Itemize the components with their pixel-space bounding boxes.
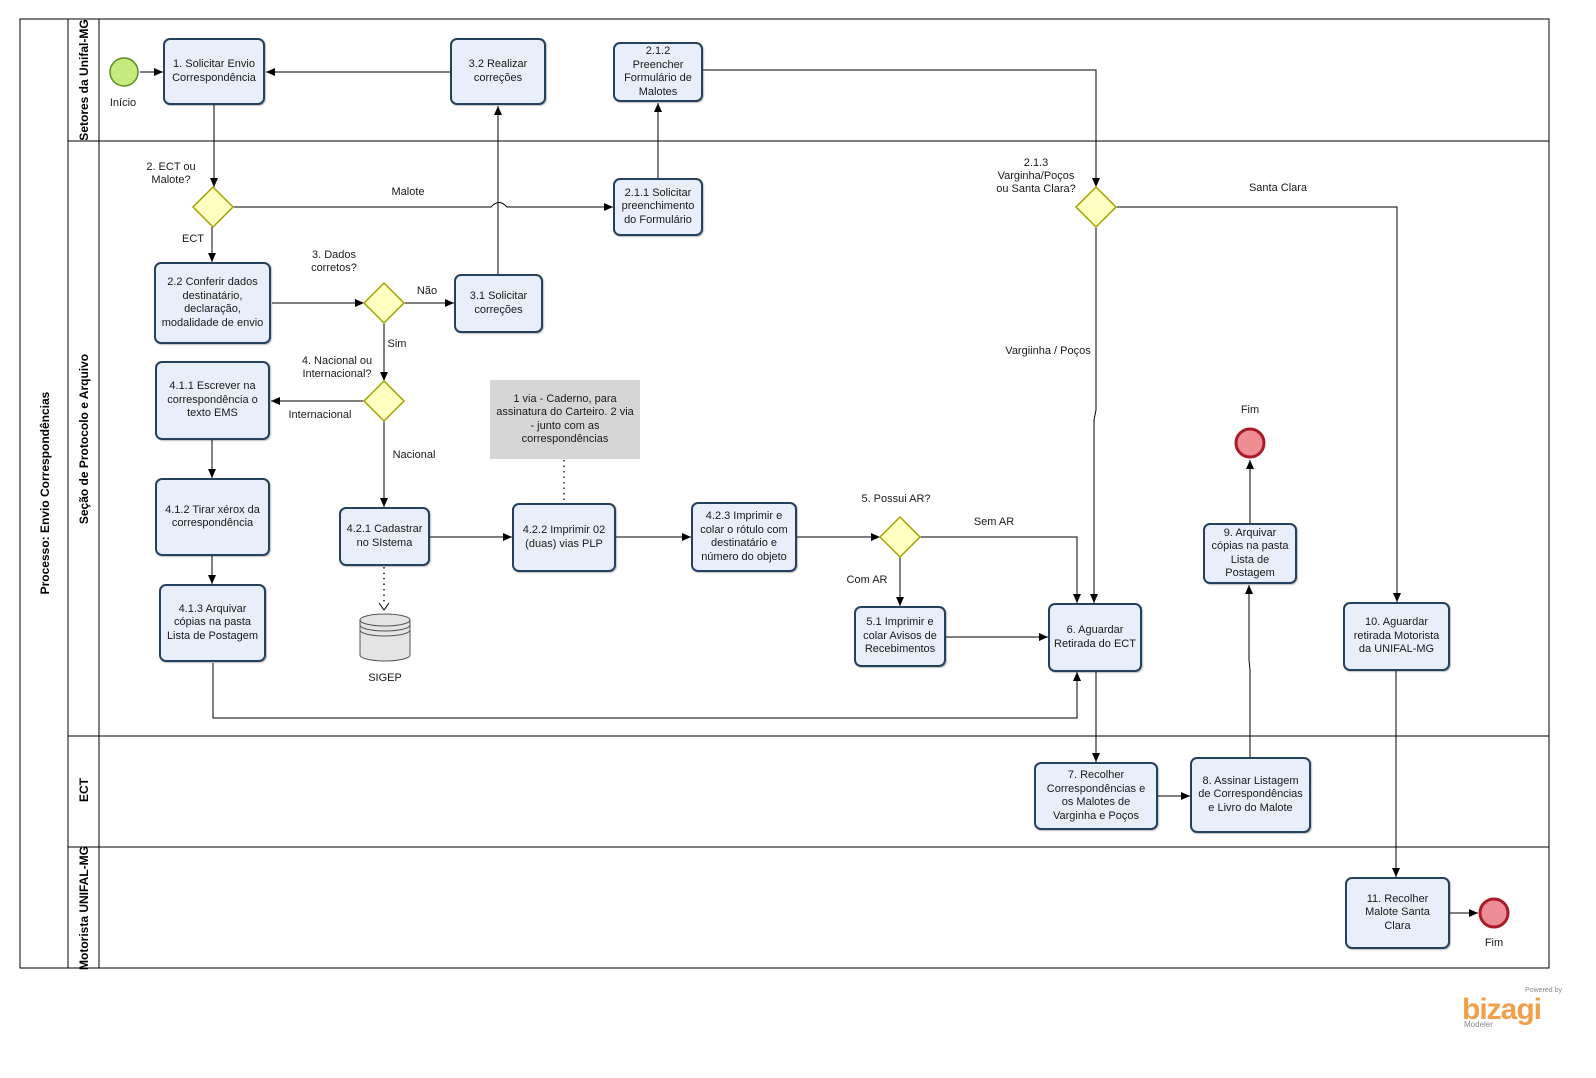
- start-event-label: Início: [109, 97, 137, 109]
- bizagi-logo: Powered by bizagi Modeler: [1462, 987, 1562, 1032]
- gateway-ect-ou-malote[interactable]: [191, 185, 235, 229]
- flow-label-santa-clara: Santa Clara: [1248, 182, 1308, 194]
- flow-g213-santa-clara: [1116, 206, 1401, 602]
- gateway-dados-corretos[interactable]: [362, 281, 406, 325]
- gateway-nacional-ou-internacional[interactable]: [362, 379, 406, 423]
- task-conferir-dados[interactable]: 2.2 Conferir dados destinatário, declara…: [154, 262, 271, 344]
- task-tirar-xerox[interactable]: 4.1.2 Tirar xérox da correspondência: [155, 478, 270, 556]
- task-realizar-correcoes[interactable]: 3.2 Realizar correções: [450, 38, 546, 105]
- sequence-flows: [140, 68, 1478, 917]
- flow-g5-sem-ar: [920, 536, 1081, 603]
- start-event[interactable]: [109, 57, 139, 87]
- lane-label-protocolo: Seção de Protocolo e Arquivo: [77, 353, 91, 525]
- task-solicitar-preenchimento[interactable]: 2.1.1 Solicitar preenchimento do Formulá…: [613, 178, 703, 236]
- end-event-2[interactable]: [1478, 897, 1510, 929]
- end-event-2-label: Fim: [1484, 937, 1504, 949]
- gateway-possui-ar[interactable]: [878, 515, 922, 559]
- bizagi-wordmark: bizagi: [1462, 993, 1542, 1026]
- task-escrever-ems[interactable]: 4.1.1 Escrever na correspondência o text…: [155, 361, 270, 440]
- task-aguardar-motorista[interactable]: 10. Aguardar retirada Motorista da UNIFA…: [1343, 602, 1450, 671]
- associations: [383, 460, 565, 605]
- gateways: [191, 185, 1118, 559]
- task-cadastrar-sistema[interactable]: 4.2.1 Cadastrar no SIstema: [339, 507, 430, 566]
- task-recolher-malote[interactable]: 11. Recolher Malote Santa Clara: [1345, 877, 1450, 949]
- gateway-dados-corretos-label: 3. Dados corretos?: [311, 249, 357, 274]
- annotation-vias: 1 via - Caderno, para assinatura do Cart…: [490, 380, 640, 459]
- powered-by-text: Powered by: [1525, 987, 1562, 994]
- task-imprimir-avisos[interactable]: 5.1 Imprimir e colar Avisos de Recebimen…: [854, 606, 946, 667]
- end-event-1[interactable]: [1234, 427, 1266, 459]
- datastore-label: SIGEP: [368, 672, 402, 684]
- task-arquivar-copias[interactable]: 9. Arquivar cópias na pasta Lista de Pos…: [1203, 523, 1297, 584]
- task-imprimir-rotulo[interactable]: 4.2.3 Imprimir e colar o rótulo com dest…: [691, 502, 797, 572]
- flow-label-malote: Malote: [391, 186, 425, 198]
- flow-t413-to-t6: [212, 663, 1081, 719]
- gateway-varginha-ou-santa-clara[interactable]: [1074, 185, 1118, 229]
- gateway-nacional-label: 4. Nacional ou Internacional?: [301, 355, 373, 380]
- flow-t212-to-g213: [703, 69, 1100, 187]
- flow-label-varginha-pocos: Vargiinha / Poços: [1005, 345, 1091, 357]
- bizagi-product: Modeler: [1464, 1020, 1493, 1029]
- flow-label-internacional: Internacional: [288, 409, 352, 421]
- gateway-possui-ar-label: 5. Possui AR?: [861, 493, 931, 505]
- lane-label-setores: Setores da Unifal-MG: [77, 19, 91, 141]
- gateway-varginha-label: 2.1.3 Varginha/Poços ou Santa Clara?: [996, 157, 1076, 195]
- task-imprimir-plp[interactable]: 4.2.2 Imprimir 02 (duas) vias PLP: [512, 503, 616, 572]
- task-solicitar-correcoes[interactable]: 3.1 Solicitar correções: [454, 274, 543, 333]
- gateway-ect-ou-malote-label: 2. ECT ou Malote?: [146, 161, 196, 186]
- flow-label-ect: ECT: [182, 233, 204, 245]
- lane-label-ect: ECT: [77, 778, 91, 802]
- flow-label-com-ar: Com AR: [846, 574, 888, 586]
- association-arrowhead: [378, 602, 390, 611]
- pool-title: Processo: Envio Correspondências: [38, 391, 52, 595]
- flow-label-nao: Não: [416, 285, 438, 297]
- task-preencher-formulario[interactable]: 2.1.2 Preencher Formulário de Malotes: [613, 42, 703, 102]
- pool-frame: [19, 18, 1550, 969]
- task-solicitar-envio[interactable]: 1. Solicitar Envio Correspondência: [163, 38, 265, 105]
- flow-t8-to-t9: [1245, 585, 1253, 757]
- flow-label-sem-ar: Sem AR: [973, 516, 1015, 528]
- task-aguardar-retirada-ect[interactable]: 6. Aguardar Retirada do ECT: [1048, 603, 1142, 672]
- flow-label-sim: Sim: [387, 338, 407, 350]
- flow-g213-varginha: [1090, 227, 1098, 603]
- lane-label-motorista: Motorista UNIFAL-MG: [77, 846, 91, 970]
- datastore-sigep-icon[interactable]: [359, 613, 411, 662]
- flow-g2-malote: [233, 202, 613, 211]
- flow-label-nacional: Nacional: [392, 449, 436, 461]
- task-assinar-listagem[interactable]: 8. Assinar Listagem de Correspondências …: [1190, 757, 1311, 833]
- task-recolher-correspondencias[interactable]: 7. Recolher Correspondências e os Malote…: [1034, 762, 1158, 830]
- end-event-1-label: Fim: [1240, 404, 1260, 416]
- task-arquivar-lista-postagem[interactable]: 4.1.3 Arquivar cópias na pasta Lista de …: [159, 584, 266, 662]
